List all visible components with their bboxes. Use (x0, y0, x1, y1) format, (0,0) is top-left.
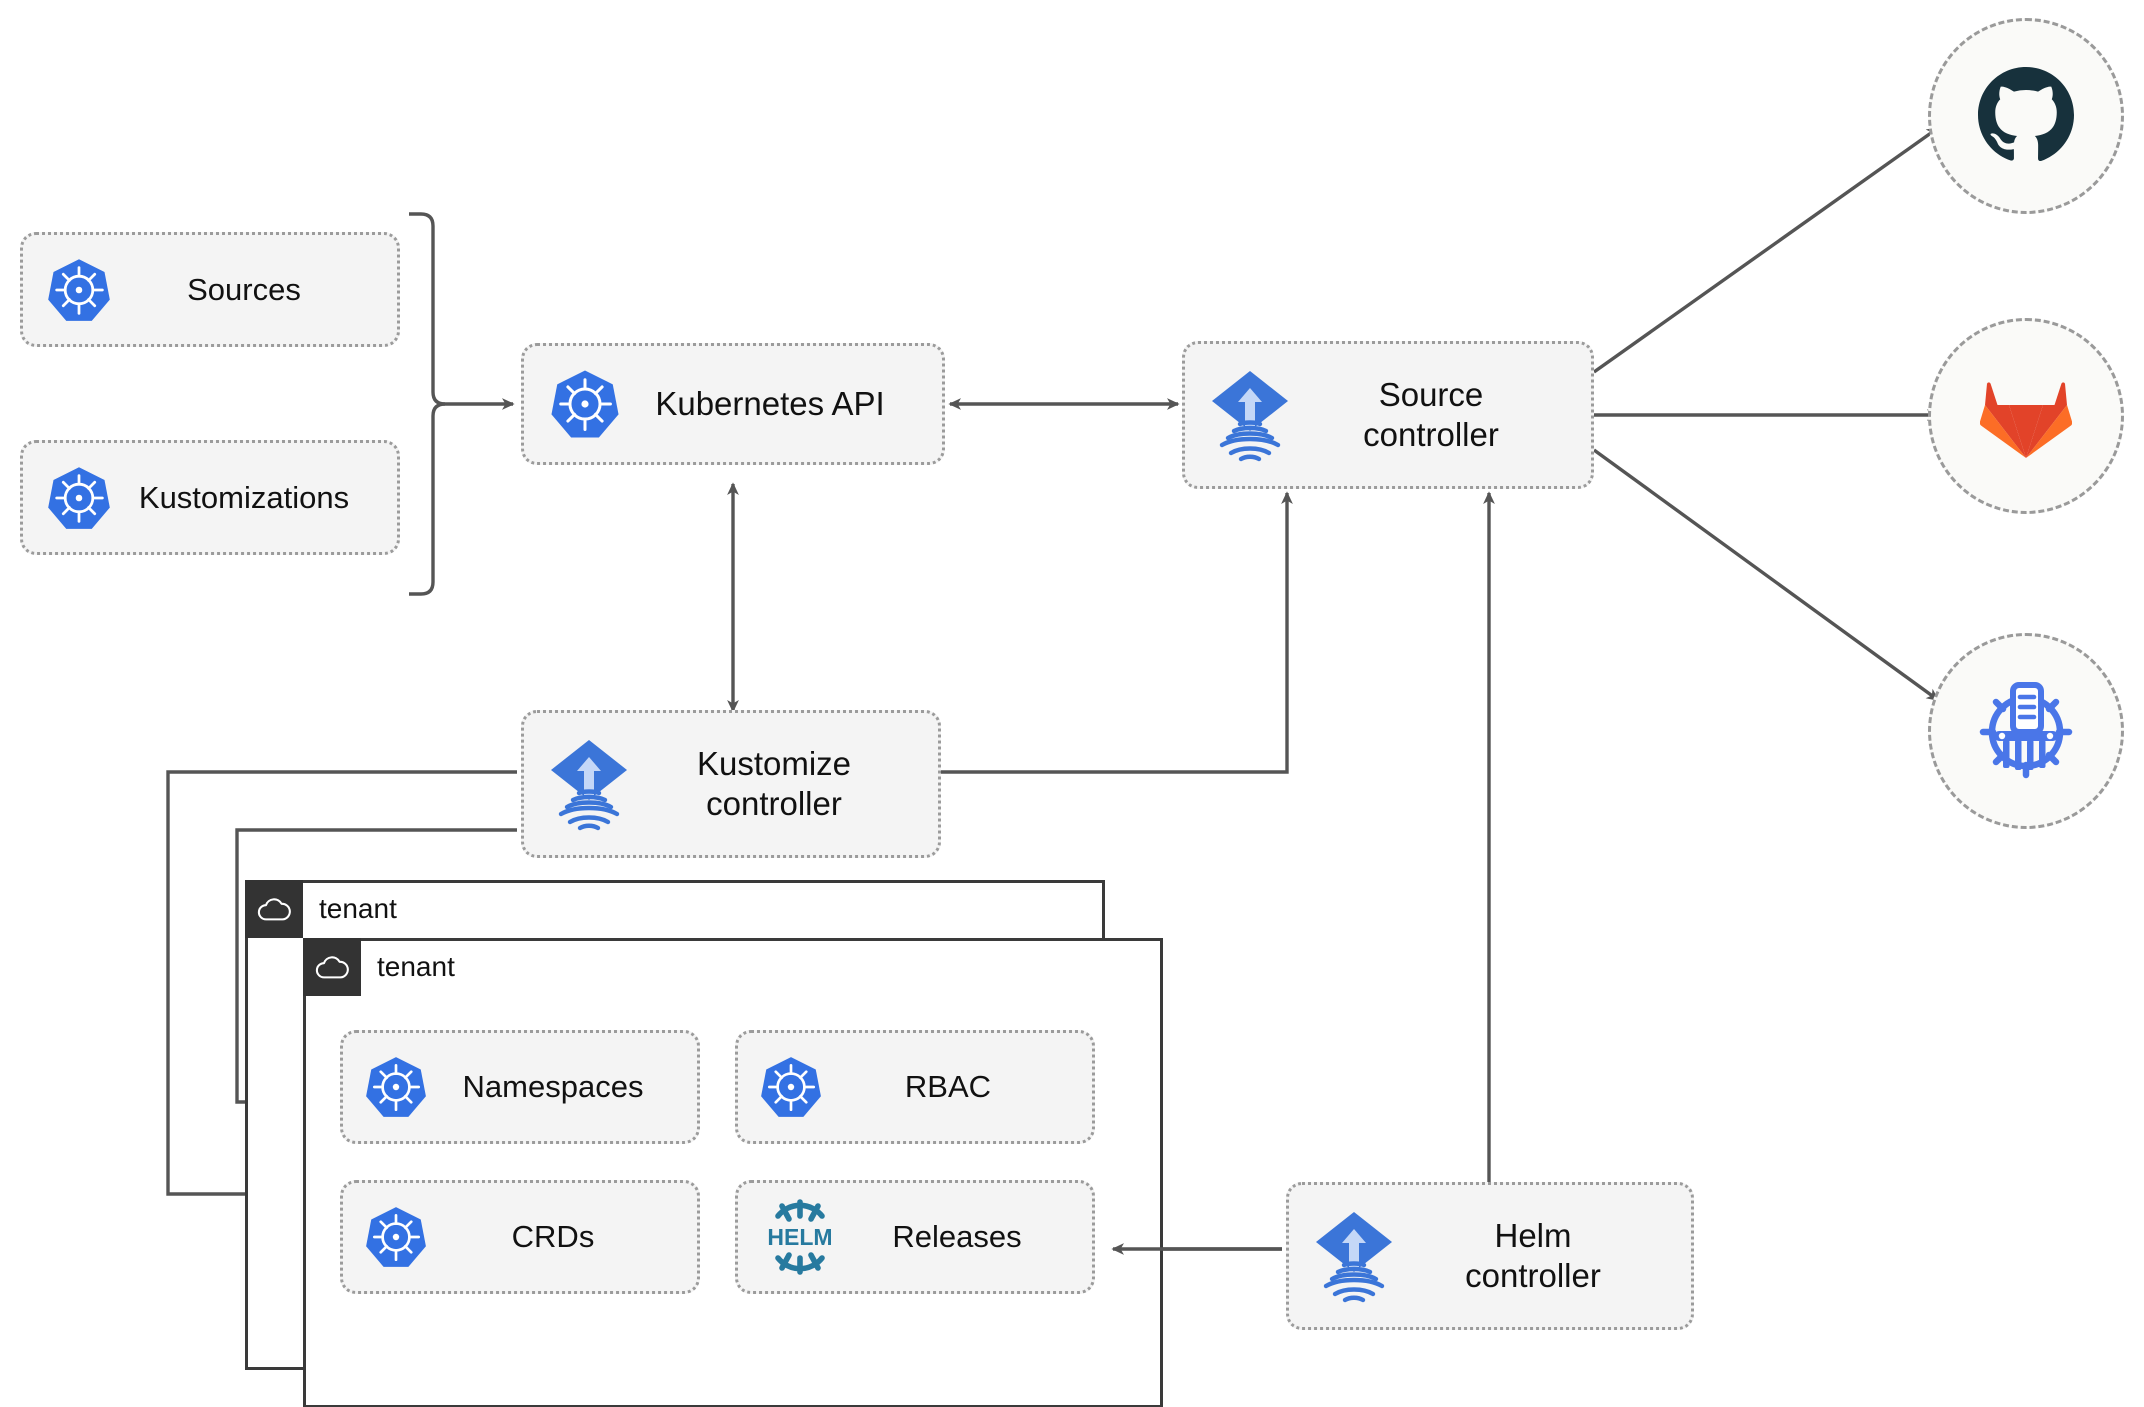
node-kustomizations[interactable]: Kustomizations (20, 440, 400, 555)
kustomize-to-source-link (941, 491, 1293, 774)
node-label: Helm controller (1465, 1216, 1601, 1294)
tenant-titlebar: tenant (245, 880, 397, 938)
node-crds[interactable]: CRDs (340, 1180, 700, 1294)
tenant-label: tenant (377, 951, 455, 982)
node-label: Kubernetes API (655, 384, 885, 422)
kustomize-to-tenant-back-arrow (166, 770, 517, 1200)
gitlab-icon (1979, 370, 2073, 463)
kubernetes-icon (758, 1054, 824, 1120)
node-label: Sources (187, 271, 301, 307)
cloud-icon (245, 880, 303, 938)
kubernetes-icon (45, 256, 113, 324)
helm-wordmark: HELM (767, 1224, 832, 1250)
node-helm-controller[interactable]: Helm controller (1286, 1182, 1694, 1330)
tenant-window-front[interactable]: tenant (303, 938, 1163, 1407)
kubernetes-icon (363, 1204, 429, 1270)
node-label: Source controller (1363, 375, 1499, 453)
node-sources[interactable]: Sources (20, 232, 400, 347)
kubernetes-icon (363, 1054, 429, 1120)
source-to-github-arrow (1593, 126, 1940, 374)
node-rbac[interactable]: RBAC (735, 1030, 1095, 1144)
helm-bucket-icon (1972, 677, 2080, 786)
resources-brace (409, 212, 446, 596)
kubernetes-icon (45, 464, 113, 532)
node-label: CRDs (511, 1219, 595, 1255)
provider-bucket[interactable] (1928, 633, 2124, 829)
node-kustomize-controller[interactable]: Kustomize controller (521, 710, 941, 858)
node-kubernetes-api[interactable]: Kubernetes API (521, 343, 945, 465)
flux-icon (1311, 1208, 1397, 1304)
node-releases[interactable]: HELM Releases (735, 1180, 1095, 1294)
cloud-icon (303, 938, 361, 996)
source-to-bucket-arrow (1593, 448, 1940, 702)
tenant-titlebar: tenant (303, 938, 455, 996)
kubernetes-icon (548, 367, 622, 441)
provider-github[interactable] (1928, 18, 2124, 214)
node-source-controller[interactable]: Source controller (1182, 341, 1594, 489)
provider-gitlab[interactable] (1928, 318, 2124, 514)
helm-icon: HELM (758, 1195, 842, 1279)
node-label: RBAC (904, 1069, 992, 1105)
node-label: Releases (892, 1219, 1022, 1255)
tenant-label: tenant (319, 893, 397, 924)
node-label: Namespaces (462, 1069, 644, 1105)
node-label: Kustomize controller (696, 744, 852, 822)
github-icon (1978, 66, 2074, 167)
flux-icon (546, 736, 632, 832)
flux-icon (1207, 367, 1293, 463)
node-label: Kustomizations (138, 479, 350, 515)
node-namespaces[interactable]: Namespaces (340, 1030, 700, 1144)
